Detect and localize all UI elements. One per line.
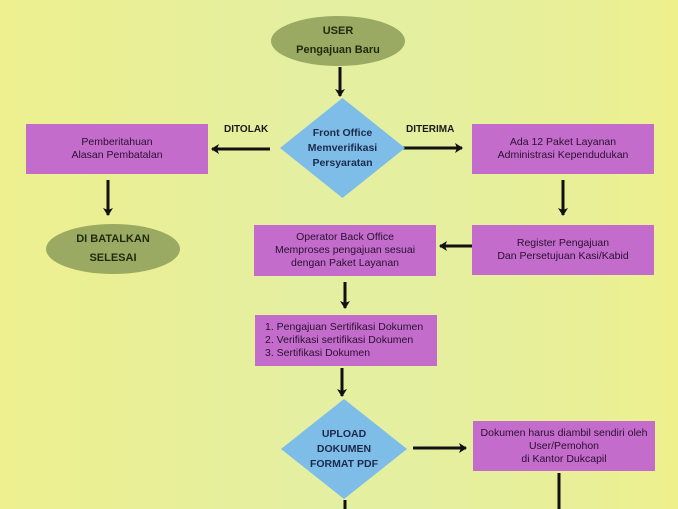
- register-approval-box: Register Pengajuan Dan Persetujuan Kasi/…: [472, 225, 654, 275]
- node-line: DOKUMEN: [316, 442, 372, 455]
- node-line: Dokumen harus diambil sendiri oleh: [480, 426, 648, 439]
- edge-label-rejected: DITOLAK: [224, 124, 269, 135]
- node-line: Dan Persetujuan Kasi/Kabid: [497, 250, 629, 262]
- node-line: dengan Paket Layanan: [290, 257, 399, 269]
- step-item: 3. Sertifikasi Dokumen: [265, 347, 371, 359]
- node-line: Ada 12 Paket Layanan: [509, 136, 617, 148]
- back-office-box: Operator Back Office Memproses pengajuan…: [254, 225, 436, 276]
- node-line: Front Office: [312, 126, 373, 139]
- node-line: Pemberitahuan: [81, 136, 153, 148]
- front-office-decision: Front Office Memverifikasi Persyaratan: [280, 98, 405, 198]
- certification-steps-box: 1. Pengajuan Sertifikasi Dokumen 2. Veri…: [255, 315, 437, 366]
- edge-label-accepted: DITERIMA: [406, 124, 455, 135]
- node-line: UPLOAD: [321, 427, 367, 440]
- node-line: USER: [322, 25, 354, 37]
- node-line: Persyaratan: [312, 156, 373, 169]
- node-line: FORMAT PDF: [309, 457, 379, 470]
- cancelled-end-ellipse: DI BATALKAN SELESAI: [46, 224, 180, 274]
- step-item: 2. Verifikasi sertifikasi Dokumen: [265, 334, 414, 346]
- node-line: DI BATALKAN: [76, 233, 150, 245]
- node-line: Register Pengajuan: [516, 237, 610, 249]
- start-user-ellipse: USER Pengajuan Baru: [271, 16, 405, 66]
- node-line: User/Pemohon: [528, 439, 600, 452]
- node-line: Operator Back Office: [296, 231, 394, 243]
- node-line: SELESAI: [89, 252, 137, 264]
- upload-pdf-decision: UPLOAD DOKUMEN FORMAT PDF: [281, 399, 407, 499]
- node-line: Pengajuan Baru: [296, 44, 380, 56]
- node-line: Memproses pengajuan sesuai: [274, 244, 416, 256]
- step-item: 1. Pengajuan Sertifikasi Dokumen: [265, 321, 424, 333]
- diamond-shape: [281, 399, 407, 499]
- node-line: Memverifikasi: [307, 141, 378, 154]
- pickup-instruction-box: Dokumen harus diambil sendiri oleh User/…: [473, 421, 655, 471]
- diamond-shape: [280, 98, 405, 198]
- rejection-notice-box: Pemberitahuan Alasan Pembatalan: [26, 124, 208, 174]
- node-line: di Kantor Dukcapil: [521, 452, 607, 465]
- node-line: Alasan Pembatalan: [71, 149, 163, 161]
- service-packages-box: Ada 12 Paket Layanan Administrasi Kepend…: [472, 124, 654, 174]
- node-line: Administrasi Kependudukan: [497, 149, 629, 161]
